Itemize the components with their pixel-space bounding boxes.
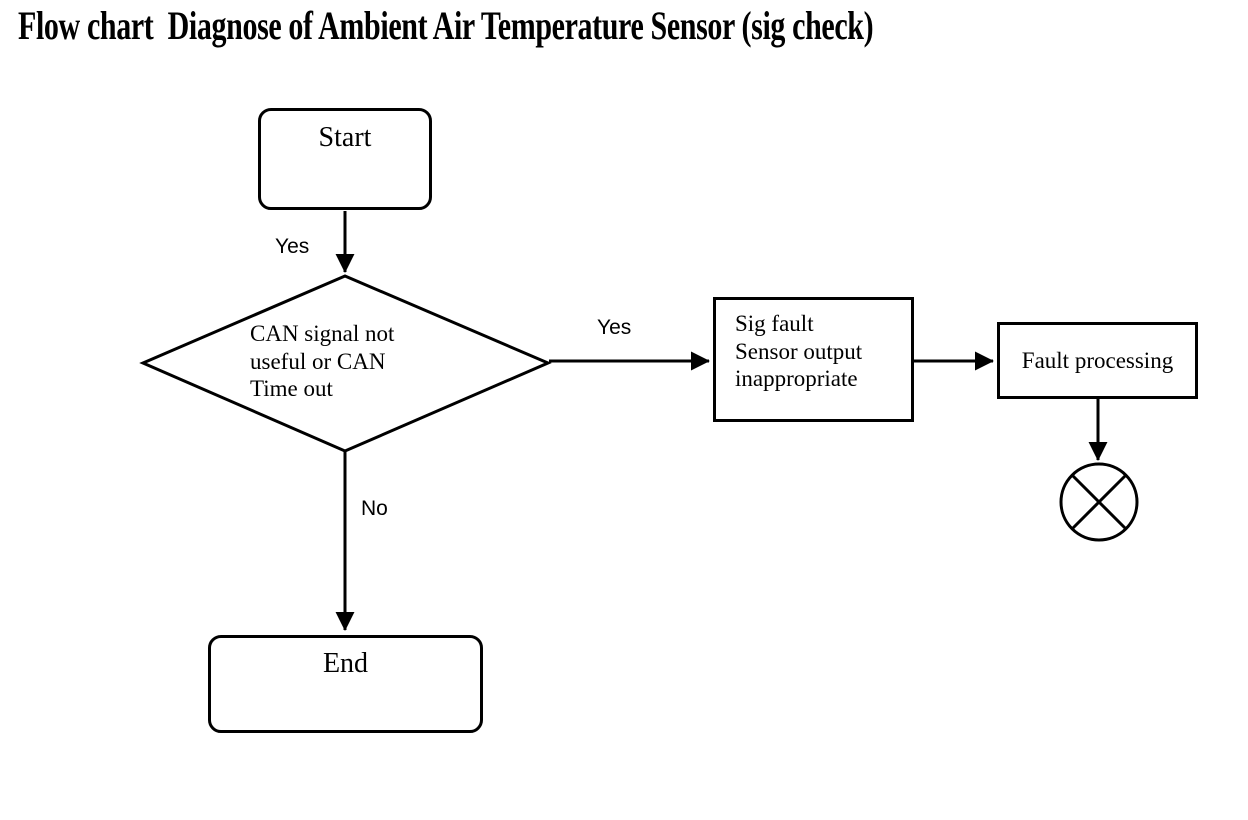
sig-fault-line-1: Sig fault <box>735 311 814 336</box>
sig-fault-line-2: Sensor output <box>735 338 863 364</box>
node-end-label: End <box>322 648 369 679</box>
node-sig-fault: Sig fault Sensor output inappropriate <box>713 297 914 422</box>
edge-label-yes-decision-to-sig-fault: Yes <box>597 316 632 339</box>
edge-label-yes-start-to-decision: Yes <box>275 235 310 258</box>
node-end: End <box>208 635 483 733</box>
circle-x-icon <box>1059 462 1139 542</box>
decision-line-1: CAN signal not <box>250 321 395 346</box>
decision-diamond-shape <box>139 274 552 453</box>
node-start: Start <box>258 108 432 210</box>
node-start-label: Start <box>318 122 372 153</box>
node-fault-processing: Fault processing <box>997 322 1198 399</box>
node-decision-label: CAN signal not useful or CAN Time out <box>250 320 394 403</box>
decision-line-3: Time out <box>250 376 333 401</box>
fault-processing-label: Fault processing <box>1021 347 1174 373</box>
sig-fault-line-3: inappropriate <box>735 366 858 391</box>
decision-line-2: useful or CAN <box>250 348 386 374</box>
page-title: Flow chart Diagnose of Ambient Air Tempe… <box>18 3 874 48</box>
edge-label-no-decision-to-end: No <box>361 497 388 520</box>
